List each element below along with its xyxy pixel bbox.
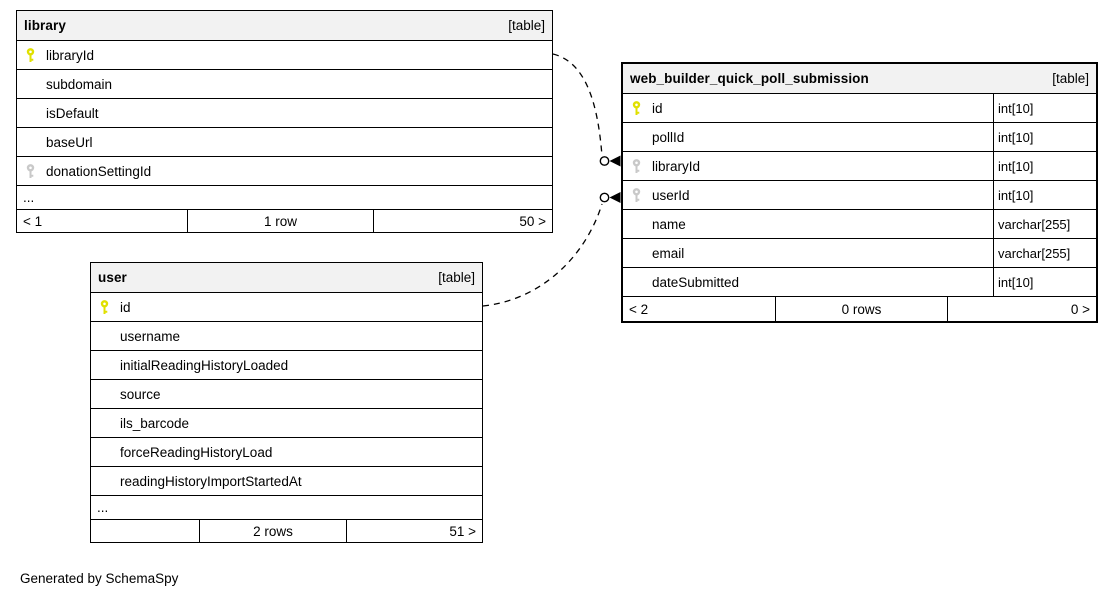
column-type: varchar[255] — [993, 239, 1096, 267]
column-row-id: id int[10] — [623, 93, 1096, 122]
column-name: id — [652, 100, 663, 116]
foreign-key-icon — [632, 158, 641, 173]
column-name: forceReadingHistoryLoad — [120, 444, 273, 460]
primary-key-icon — [632, 100, 641, 115]
column-type: int[10] — [993, 152, 1096, 180]
foreign-key-icon — [26, 163, 35, 178]
column-name: donationSettingId — [46, 163, 152, 179]
table-title[interactable]: library — [24, 18, 66, 33]
table-user-header[interactable]: user [table] — [91, 263, 482, 292]
column-name: id — [120, 299, 131, 315]
row-count-label: 1 row — [187, 210, 373, 232]
column-row-id: id — [91, 292, 482, 321]
column-row-subdomain: subdomain — [17, 69, 552, 98]
ellipsis-label: ... — [23, 190, 35, 205]
table-web-builder-quick-poll-submission[interactable]: web_builder_quick_poll_submission [table… — [621, 62, 1098, 323]
column-row-name: name varchar[255] — [623, 209, 1096, 238]
column-type: int[10] — [993, 181, 1096, 209]
more-columns-row: ... — [17, 185, 552, 209]
degree-out-label[interactable]: 51 > — [346, 520, 482, 542]
degree-in-label[interactable]: < 2 — [629, 301, 649, 317]
column-name: initialReadingHistoryLoaded — [120, 357, 289, 373]
primary-key-icon — [26, 47, 35, 62]
table-badge: [table] — [508, 18, 545, 33]
column-row-dateSubmitted: dateSubmitted int[10] — [623, 267, 1096, 296]
column-name: source — [120, 386, 161, 402]
column-row-email: email varchar[255] — [623, 238, 1096, 267]
column-name: username — [120, 328, 181, 344]
column-name: email — [652, 245, 685, 261]
table-submission-footer: < 2 0 rows 0 > — [623, 296, 1096, 321]
degree-in-label[interactable]: < 1 — [23, 213, 43, 229]
table-library-header[interactable]: library [table] — [17, 11, 552, 40]
more-columns-row: ... — [91, 495, 482, 519]
table-user-footer: 2 rows 51 > — [91, 519, 482, 542]
column-row-userId: userId int[10] — [623, 180, 1096, 209]
ellipsis-label: ... — [97, 500, 109, 515]
table-badge: [table] — [438, 270, 475, 285]
table-submission-header[interactable]: web_builder_quick_poll_submission [table… — [623, 64, 1096, 93]
degree-in-label — [91, 520, 199, 542]
column-name: ils_barcode — [120, 415, 190, 431]
column-name: pollId — [652, 129, 685, 145]
column-row-libraryId: libraryId — [17, 40, 552, 69]
column-row-source: source — [91, 379, 482, 408]
table-title[interactable]: user — [98, 270, 127, 285]
column-row-pollId: pollId int[10] — [623, 122, 1096, 151]
row-count-label: 2 rows — [199, 520, 346, 542]
column-row-readingHistoryImportStartedAt: readingHistoryImportStartedAt — [91, 466, 482, 495]
column-name: userId — [652, 187, 690, 203]
edge-arrow-libraryId — [609, 155, 621, 167]
edge-circle-userId — [599, 192, 610, 203]
column-row-initialReadingHistoryLoaded: initialReadingHistoryLoaded — [91, 350, 482, 379]
generated-by-note: Generated by SchemaSpy — [20, 571, 179, 586]
column-row-isDefault: isDefault — [17, 98, 552, 127]
column-name: isDefault — [46, 105, 99, 121]
column-name: dateSubmitted — [652, 274, 740, 290]
column-name: baseUrl — [46, 134, 93, 150]
edge-circle-libraryId — [599, 156, 610, 166]
row-count-label: 0 rows — [775, 297, 947, 321]
primary-key-icon — [100, 299, 109, 314]
column-type: int[10] — [993, 268, 1096, 296]
table-badge: [table] — [1052, 71, 1089, 86]
degree-out-label[interactable]: 0 > — [947, 297, 1096, 321]
column-type: varchar[255] — [993, 210, 1096, 238]
column-row-libraryId: libraryId int[10] — [623, 151, 1096, 180]
table-title[interactable]: web_builder_quick_poll_submission — [630, 71, 869, 86]
column-name: readingHistoryImportStartedAt — [120, 473, 302, 489]
table-user[interactable]: user [table] id username initialReadingH… — [90, 262, 483, 543]
table-library-footer: < 1 1 row 50 > — [17, 209, 552, 232]
column-row-ils_barcode: ils_barcode — [91, 408, 482, 437]
foreign-key-icon — [632, 187, 641, 202]
edge-arrow-userId — [609, 192, 621, 203]
column-row-username: username — [91, 321, 482, 350]
column-type: int[10] — [993, 94, 1096, 122]
column-name: libraryId — [652, 158, 701, 174]
column-type: int[10] — [993, 123, 1096, 151]
fk-edge-library-to-submission — [552, 53, 603, 157]
column-row-donationSettingId: donationSettingId — [17, 156, 552, 185]
column-row-forceReadingHistoryLoad: forceReadingHistoryLoad — [91, 437, 482, 466]
column-row-baseUrl: baseUrl — [17, 127, 552, 156]
table-library[interactable]: library [table] libraryId subdomain isDe… — [16, 10, 553, 233]
column-name: subdomain — [46, 76, 113, 92]
degree-out-label[interactable]: 50 > — [373, 210, 552, 232]
column-name: libraryId — [46, 47, 95, 63]
column-name: name — [652, 216, 686, 232]
